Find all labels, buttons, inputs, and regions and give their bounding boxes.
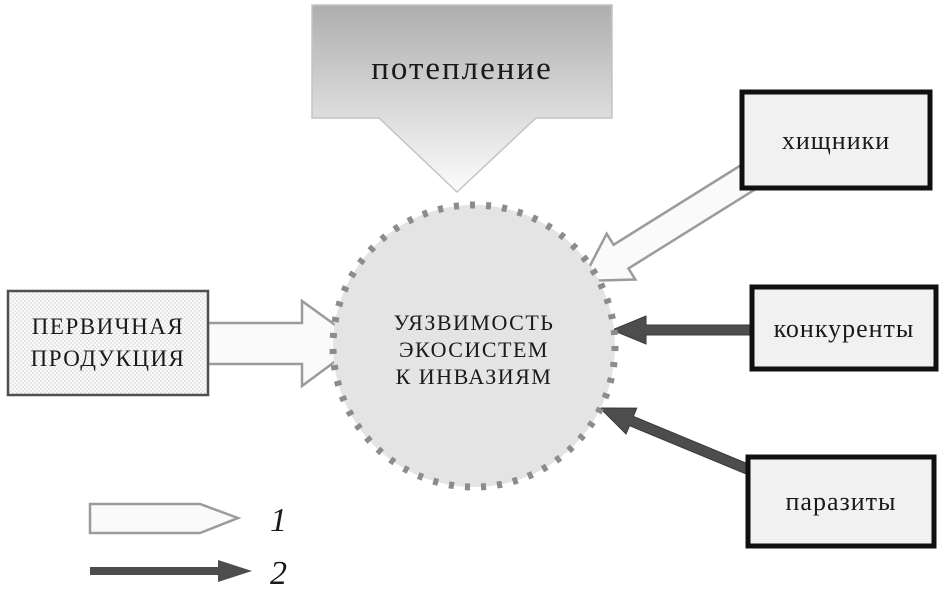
primary-production-label-line2: ПРОДУКЦИЯ [31, 346, 186, 371]
primary-production-label-line1: ПЕРВИЧНАЯ [32, 314, 184, 339]
legend-item-2-label: 2 [270, 555, 287, 591]
legend-dark-arrow-icon [90, 560, 252, 582]
parasites-label: паразиты [785, 487, 896, 516]
primary-production-arrow [206, 298, 363, 389]
legend-light-arrow-icon [88, 502, 242, 535]
legend-item-1-label: 1 [270, 502, 287, 539]
predators-arrow [579, 161, 761, 283]
parasites-box [745, 454, 937, 549]
warming-down-arrow [311, 4, 613, 194]
competitors-arrow [610, 315, 758, 345]
vulnerability-label-line3: К ИНВАЗИЯМ [396, 364, 553, 389]
competitors-box [749, 284, 939, 372]
vulnerability-label-line1: УЯЗВИМОСТЬ [394, 310, 555, 335]
predators-box [739, 89, 933, 191]
primary-production-box [6, 289, 210, 397]
parasites-arrow [598, 407, 753, 476]
vulnerability-label-line2: ЭКОСИСТЕМ [399, 337, 549, 362]
competitors-label: конкуренты [774, 314, 915, 343]
warming-label: потепление [371, 51, 553, 87]
vulnerability-circle [329, 201, 619, 491]
legend: 1 2 [88, 502, 287, 591]
predators-label: хищники [782, 126, 890, 155]
